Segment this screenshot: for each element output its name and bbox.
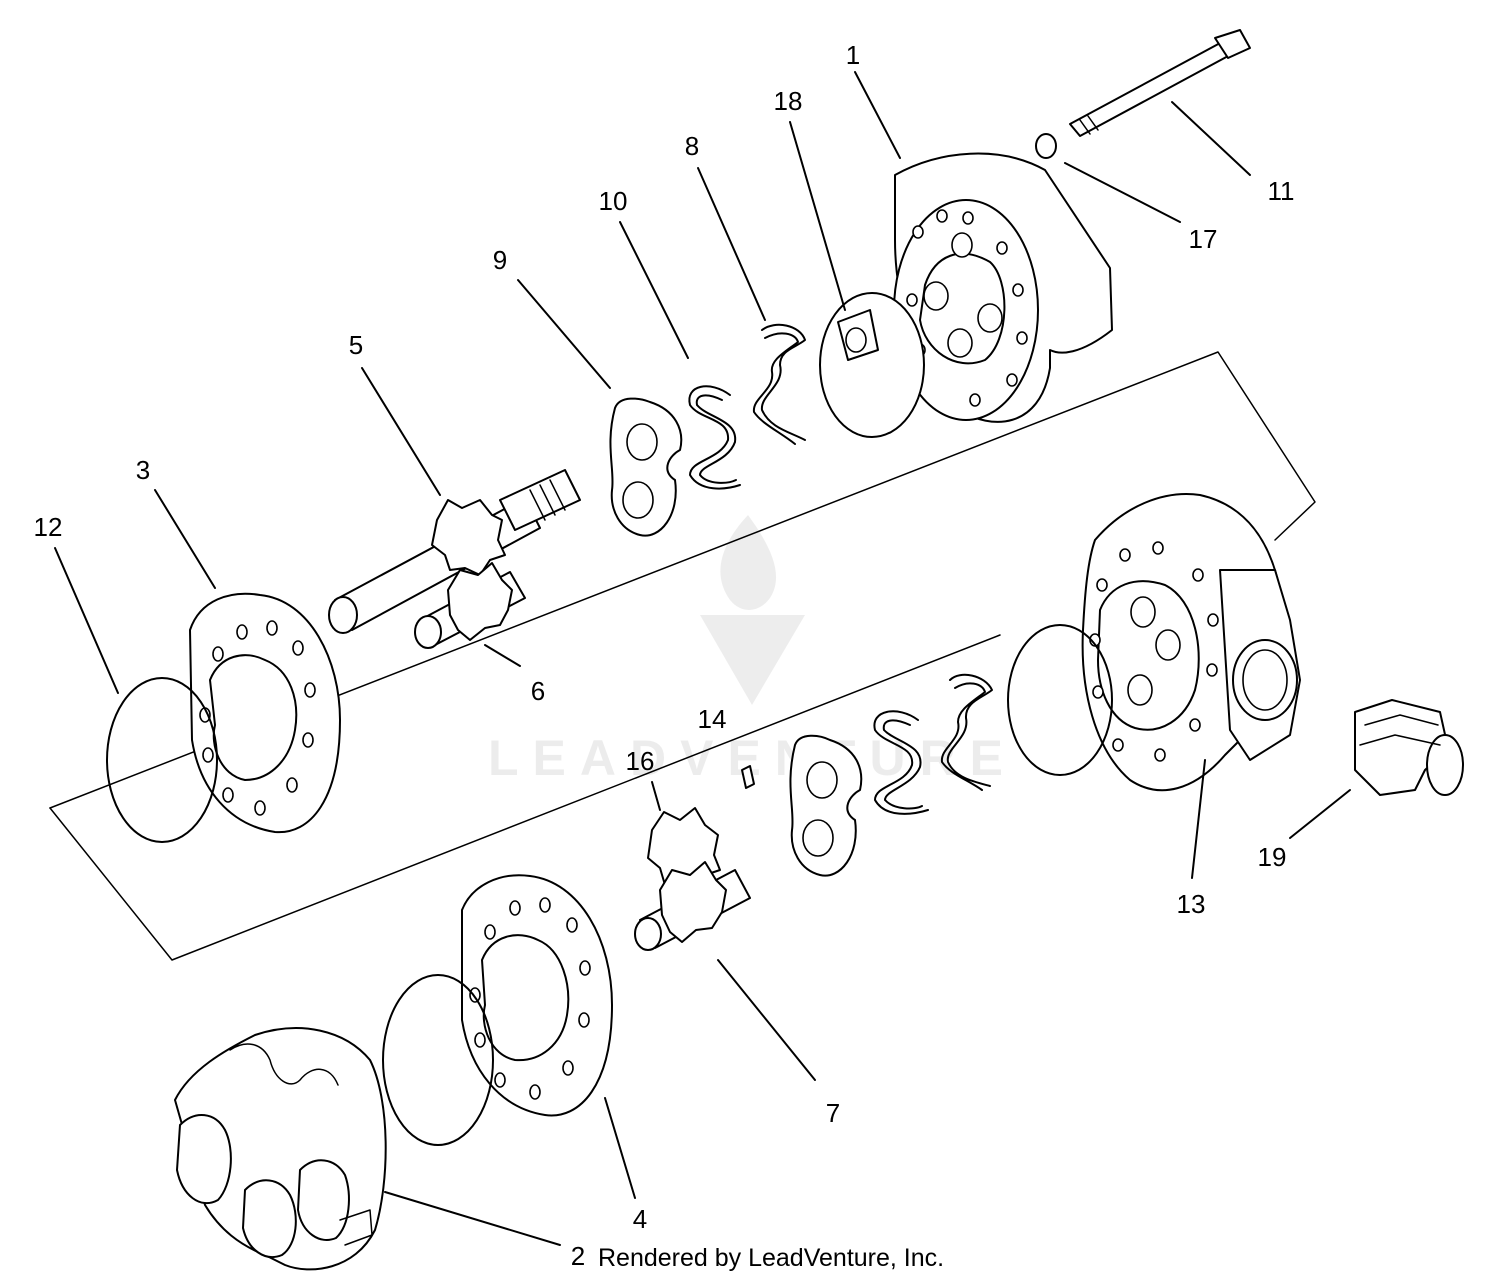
part-gear-housing-lower xyxy=(461,874,613,1117)
assembly-bracket-line-lower xyxy=(49,634,1001,961)
part-driven-gear-shaft xyxy=(414,562,526,649)
part-wavy-seal-upper xyxy=(752,323,806,445)
watermark-v-icon xyxy=(700,615,805,705)
callout-5: 5 xyxy=(349,330,363,360)
callout-1: 1 xyxy=(846,40,860,70)
part-wear-plate-lower xyxy=(789,734,863,877)
callout-16: 16 xyxy=(626,746,655,776)
part-pin xyxy=(741,765,755,789)
callout-17: 17 xyxy=(1189,224,1218,254)
render-credit: Rendered by LeadVenture, Inc. xyxy=(598,1244,944,1272)
part-wavy-seal-lower xyxy=(940,673,993,791)
leader-lines xyxy=(54,71,1351,1246)
part-gear-shaft-lower xyxy=(634,861,751,951)
part-drive-shaft xyxy=(328,469,581,634)
callout-8: 8 xyxy=(685,131,699,161)
callout-labels: 1 2 3 4 5 6 7 8 9 10 11 12 13 14 16 17 1… xyxy=(34,40,1295,1271)
callout-7: 7 xyxy=(826,1098,840,1128)
callout-12: 12 xyxy=(34,512,63,542)
part-fitting xyxy=(1354,699,1464,796)
part-wear-plate-upper xyxy=(609,397,683,537)
part-front-cover xyxy=(174,1027,387,1271)
part-seal xyxy=(819,292,925,438)
watermark: LEADVENTURE xyxy=(488,515,1003,786)
part-pump-body xyxy=(1081,493,1301,792)
callout-2: 2 xyxy=(571,1241,585,1271)
part-gear-housing-upper xyxy=(189,592,341,834)
callout-4: 4 xyxy=(633,1204,647,1234)
part-o-ring-lower xyxy=(382,974,494,1146)
part-c-seal-upper xyxy=(688,385,741,490)
callout-3: 3 xyxy=(136,455,150,485)
callout-11: 11 xyxy=(1268,176,1295,206)
callout-10: 10 xyxy=(599,186,628,216)
part-bolt xyxy=(1069,29,1251,137)
assembly-bracket-line xyxy=(49,351,1316,809)
callout-14: 14 xyxy=(698,704,727,734)
part-end-cover xyxy=(893,152,1113,423)
watermark-flame-icon xyxy=(720,515,777,610)
part-o-ring-upper xyxy=(106,677,218,843)
part-o-ring-body xyxy=(1007,624,1113,776)
callout-9: 9 xyxy=(493,245,507,275)
callout-13: 13 xyxy=(1177,889,1206,919)
callout-19: 19 xyxy=(1258,842,1287,872)
part-c-seal-lower xyxy=(873,710,929,815)
callout-18: 18 xyxy=(774,86,803,116)
part-washer xyxy=(1035,133,1057,159)
callout-6: 6 xyxy=(531,676,545,706)
